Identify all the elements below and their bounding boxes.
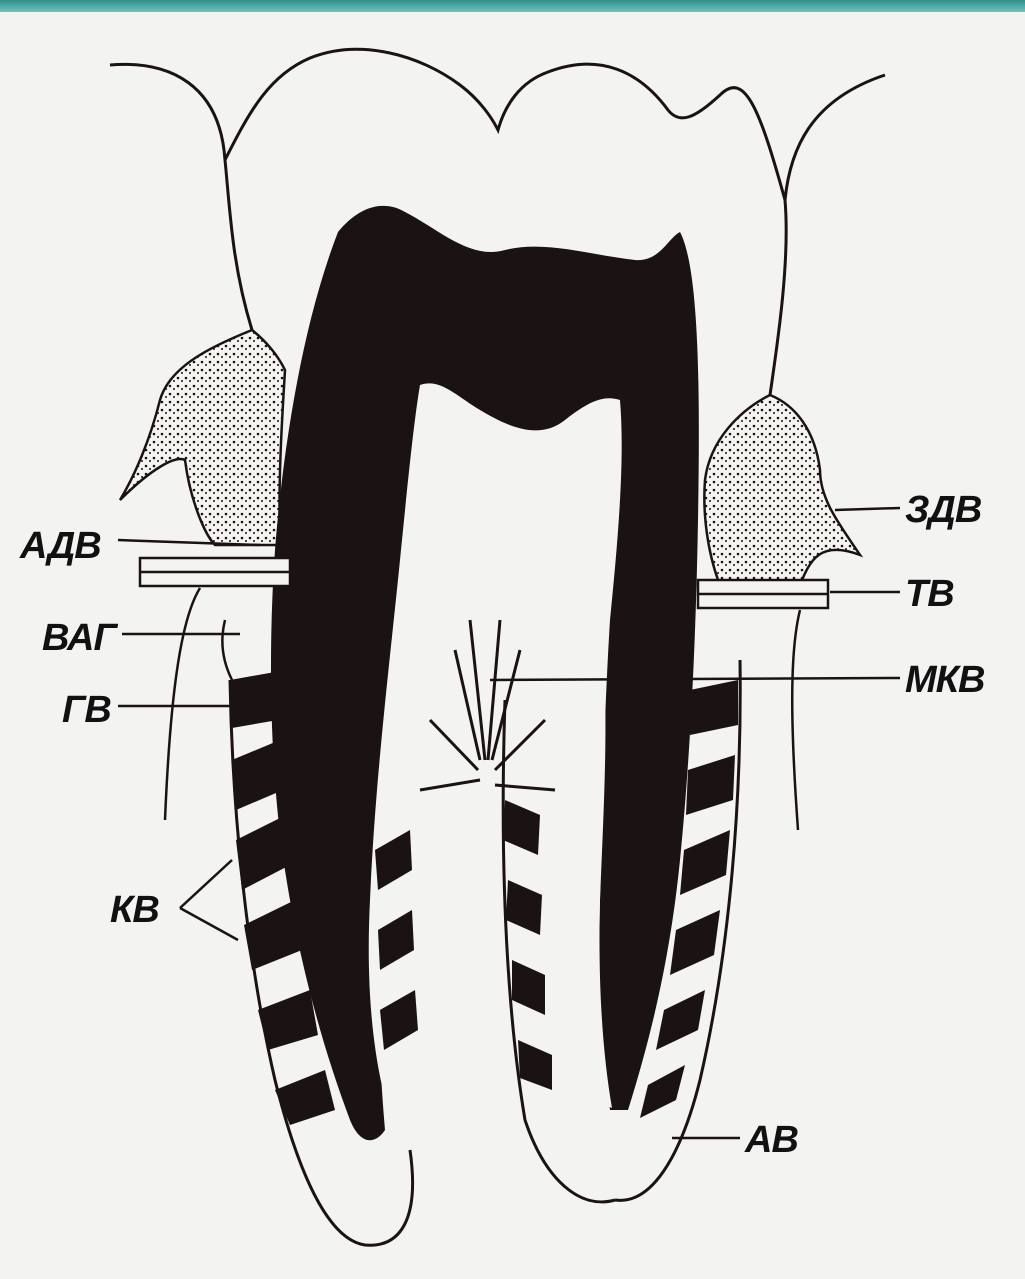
label-zdv: ЗДВ: [905, 489, 982, 531]
dentin: [271, 206, 699, 1140]
label-adv: АДВ: [19, 525, 101, 567]
label-av: АВ: [744, 1119, 798, 1161]
ligament-inner-left: [375, 830, 418, 1050]
label-mkv: МКВ: [905, 659, 985, 701]
interradicular-fibers: [420, 620, 555, 790]
label-kv: КВ: [110, 889, 159, 931]
label-tv: ТВ: [905, 573, 954, 615]
label-gv: ГВ: [62, 689, 111, 731]
label-vag: ВАГ: [42, 617, 118, 659]
